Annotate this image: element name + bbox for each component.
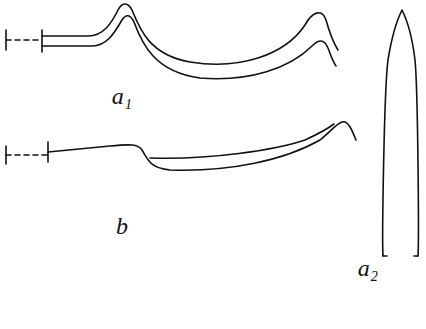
figure-label: a₂ (358, 256, 378, 280)
figure-label: b (116, 214, 128, 238)
end-tick (41, 30, 43, 52)
outer-outline (48, 122, 356, 170)
dashed-line (6, 154, 48, 156)
profile-a2 (383, 10, 419, 256)
foot (383, 255, 387, 257)
figure-label: a₁ (112, 84, 132, 108)
foot (414, 255, 418, 257)
inner-outline (150, 124, 334, 158)
profile-a1 (6, 4, 338, 79)
outer-outline (42, 4, 338, 64)
cusp-outline (383, 10, 419, 256)
dashed-line (6, 39, 42, 41)
profile-b (6, 122, 356, 170)
inner-outline (42, 16, 336, 79)
